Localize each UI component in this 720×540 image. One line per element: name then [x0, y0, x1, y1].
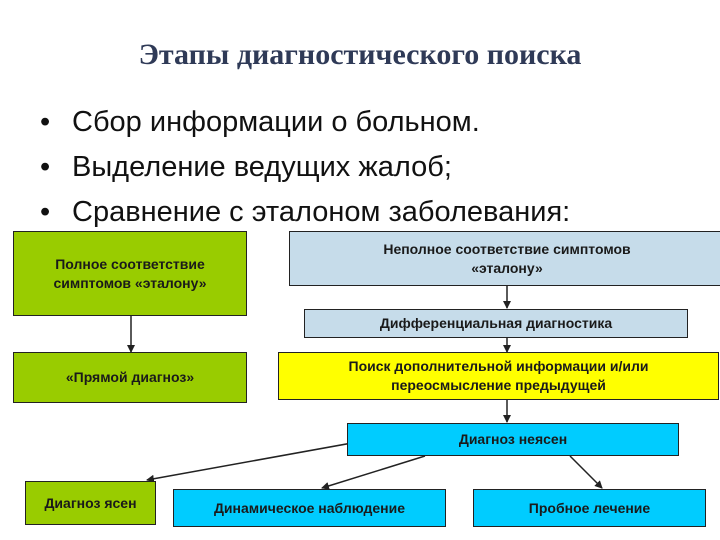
- diagnosis-unclear-label: Диагноз неясен: [458, 431, 568, 447]
- diagnosis-clear-label: Диагноз ясен: [44, 494, 137, 511]
- bullet-item: • Выделение ведущих жалоб;: [40, 145, 570, 190]
- direct-diagnosis-label: «Прямой диагноз»: [65, 369, 195, 385]
- bullet-text: Сбор информации о больном.: [72, 106, 480, 138]
- arrow-unclear-to-trial: [569, 455, 603, 489]
- observation-box: Динамическое наблюдение: [173, 489, 446, 527]
- differential-diagnosis-label: Дифференциальная диагностика: [379, 315, 613, 331]
- diagnosis-clear-box: Диагноз ясен: [25, 481, 156, 525]
- bullet-marker: •: [40, 151, 51, 183]
- bullet-list: • Сбор информации о больном. • Выделение в…: [40, 100, 570, 235]
- bullet-marker: •: [40, 106, 51, 138]
- bullet-item: • Сравнение с эталоном заболевания:: [40, 190, 570, 235]
- page-title: Этапы диагностического поиска: [138, 38, 582, 71]
- observation-label: Динамическое наблюдение: [213, 499, 406, 516]
- direct-diagnosis-box: «Прямой диагноз»: [13, 352, 247, 403]
- diagnosis-unclear-box: Диагноз неясен: [347, 423, 679, 456]
- search-info-box: Поиск дополнительной информации и/или пе…: [278, 352, 719, 400]
- search-info-label: Поиск дополнительной информации и/или пе…: [348, 358, 649, 393]
- differential-diagnosis-box: Дифференциальная диагностика: [304, 309, 688, 338]
- arrow-unclear-to-observation: [321, 455, 426, 490]
- trial-treatment-label: Пробное лечение: [528, 499, 651, 516]
- bullet-item: • Сбор информации о больном.: [40, 100, 570, 145]
- bullet-text: Выделение ведущих жалоб;: [72, 151, 452, 183]
- trial-treatment-box: Пробное лечение: [473, 489, 706, 527]
- full-match-box: Полное соответствие симптомов «эталону»: [13, 231, 247, 316]
- partial-match-box: Неполное соответствие симптомов «эталону…: [289, 231, 720, 286]
- bullet-marker: •: [40, 196, 51, 228]
- full-match-label: Полное соответствие симптомов «эталону»: [53, 255, 207, 291]
- partial-match-label: Неполное соответствие симптомов «эталону…: [383, 240, 631, 276]
- bullet-text: Сравнение с эталоном заболевания:: [72, 196, 571, 228]
